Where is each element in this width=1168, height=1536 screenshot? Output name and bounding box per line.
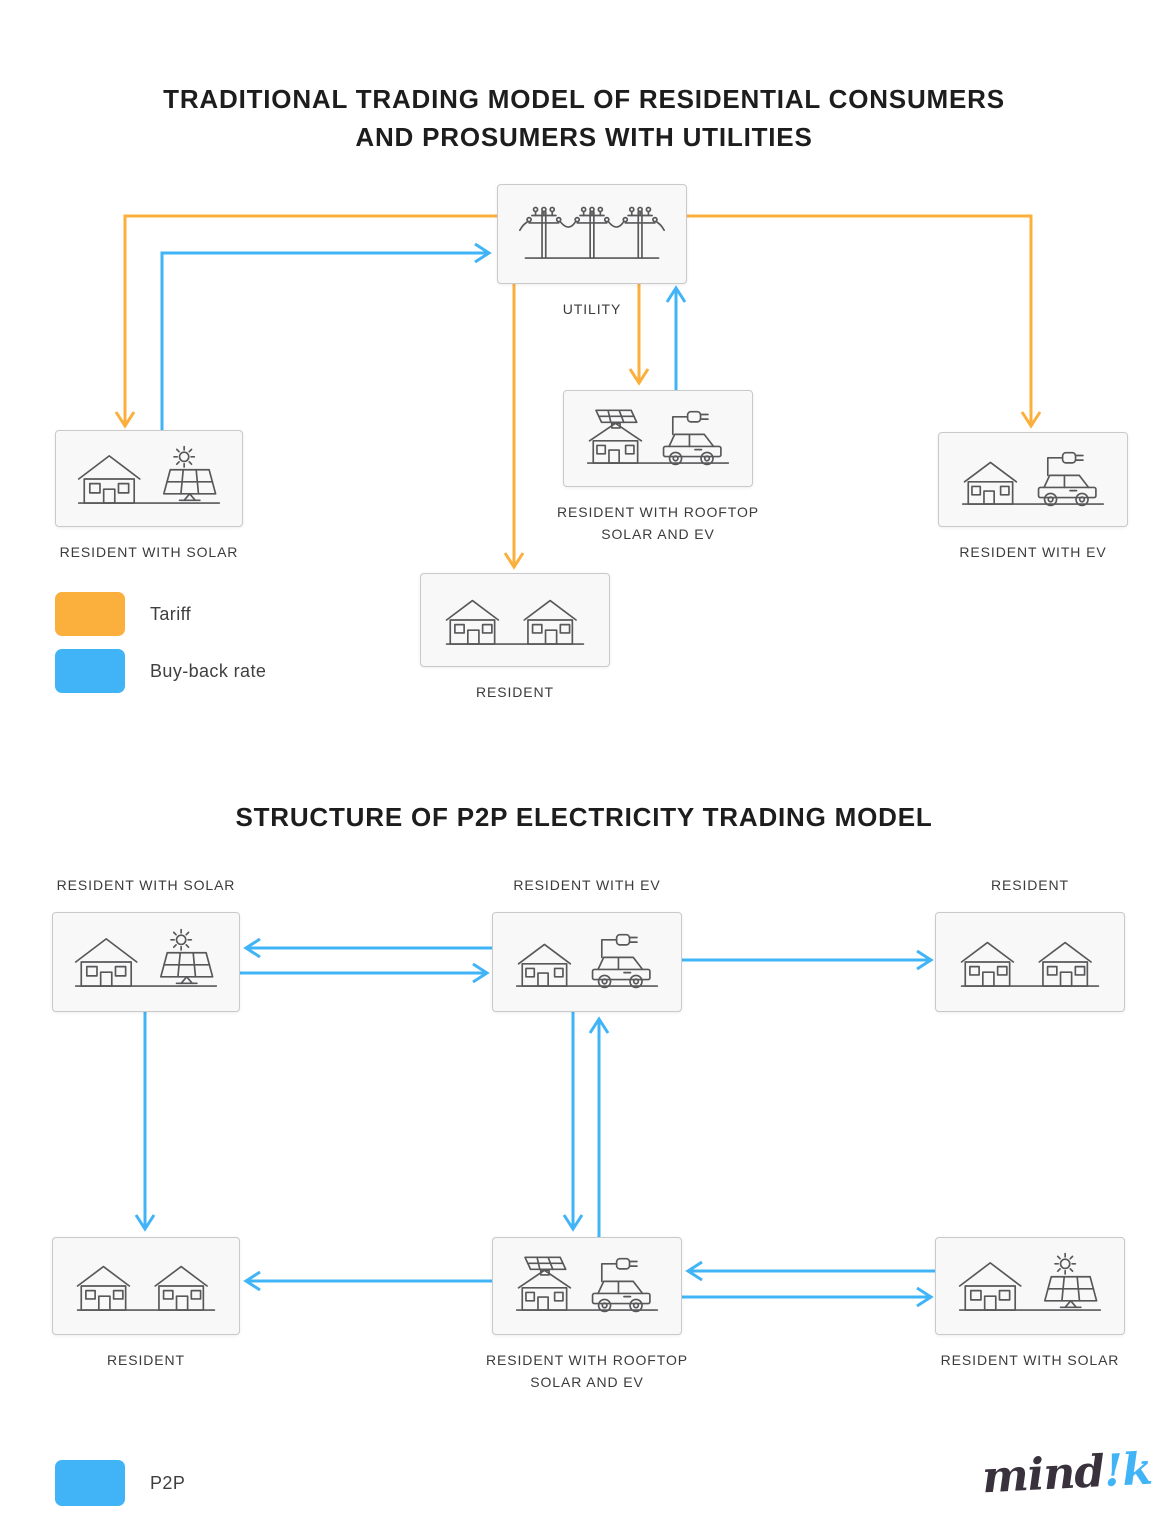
traditional-model-title: TRADITIONAL TRADING MODEL OF RESIDENTIAL… (163, 84, 1005, 153)
node-p2p-resident-with-solar-bottom: RESIDENT WITH SOLAR (935, 1237, 1125, 1372)
node-resident-with-solar: RESIDENT WITH SOLAR (55, 430, 243, 564)
resident-with-ev-box (938, 432, 1128, 527)
node-p2p-resident-rooftop-solar-ev: RESIDENT WITH ROOFTOP SOLAR AND EV (486, 1237, 687, 1393)
power-lines-icon (514, 197, 670, 271)
legend-traditional: Tariff Buy-back rate (55, 592, 266, 693)
node-utility: UTILITY (497, 184, 687, 321)
node-resident-rooftop-solar-ev: RESIDENT WITH ROOFTOP SOLAR AND EV (557, 390, 758, 545)
p2p-resident-with-ev-label: RESIDENT WITH EV (513, 877, 661, 893)
arrow-solar-to-resident-bottom-p2p (134, 1012, 156, 1232)
utility-box (497, 184, 687, 284)
resident-box (420, 573, 610, 667)
p2p-resident-with-solar-bottom-box (935, 1237, 1125, 1335)
node-p2p-resident-with-ev: RESIDENT WITH EV (492, 875, 682, 1012)
resident-rooftop-solar-ev-box (563, 390, 753, 487)
p2p-resident-bottom-box (52, 1237, 240, 1335)
resident-label: RESIDENT (476, 684, 554, 700)
house-with-solar-panel-icon (68, 925, 224, 999)
legend-item-tariff: Tariff (55, 592, 266, 636)
arrow-ev-to-rooftop-p2p (562, 1012, 584, 1232)
arrow-rooftop-to-resident-bottom-p2p (243, 1270, 492, 1292)
mindk-logo: mind!k (981, 1444, 1153, 1504)
node-p2p-resident-with-solar-top: RESIDENT WITH SOLAR (52, 875, 240, 1012)
node-resident-with-ev: RESIDENT WITH EV (938, 432, 1128, 564)
node-resident: RESIDENT (420, 573, 610, 704)
mindk-logo-accent: !k (1102, 1443, 1154, 1498)
two-houses-icon (952, 925, 1108, 999)
two-houses-icon (437, 583, 593, 657)
p2p-resident-rooftop-solar-ev-box (492, 1237, 682, 1335)
legend-p2p: P2P (55, 1460, 185, 1506)
house-with-ev-icon (509, 925, 665, 999)
resident-with-solar-box (55, 430, 243, 527)
arrow-solar-bottom-to-rooftop-p2p (685, 1260, 935, 1282)
arrow-solar-to-ev-p2p (240, 962, 490, 984)
p2p-resident-top-label: RESIDENT (991, 877, 1069, 893)
house-with-solar-panel-icon (952, 1249, 1108, 1323)
resident-with-ev-label: RESIDENT WITH EV (959, 544, 1107, 560)
resident-rooftop-solar-ev-label: RESIDENT WITH ROOFTOP SOLAR AND EV (557, 504, 759, 542)
buyback-swatch (55, 649, 125, 693)
mindk-logo-text: mind (980, 1446, 1106, 1504)
legend-item-buyback: Buy-back rate (55, 649, 266, 693)
arrow-rooftop-to-solar-bottom-p2p (682, 1286, 934, 1308)
house-with-ev-icon (955, 443, 1111, 517)
node-p2p-resident-bottom: RESIDENT (52, 1237, 240, 1372)
buyback-legend-label: Buy-back rate (150, 660, 267, 681)
arrow-rooftop-to-ev-p2p (588, 1016, 610, 1237)
node-p2p-resident-top: RESIDENT (935, 875, 1125, 1012)
house-with-solar-panel-icon (71, 442, 227, 516)
p2p-legend-label: P2P (150, 1472, 186, 1493)
arrow-resident-solar-to-utility-buyback (160, 242, 492, 430)
legend-item-p2p: P2P (55, 1460, 185, 1506)
tariff-legend-label: Tariff (150, 603, 192, 624)
p2p-resident-bottom-label: RESIDENT (107, 1352, 185, 1368)
p2p-resident-with-solar-top-label: RESIDENT WITH SOLAR (56, 877, 236, 893)
p2p-model-title: STRUCTURE OF P2P ELECTRICITY TRADING MOD… (235, 802, 933, 833)
p2p-resident-top-box (935, 911, 1125, 1012)
resident-with-solar-label: RESIDENT WITH SOLAR (59, 544, 239, 560)
arrow-utility-to-resident-solar-tariff (114, 214, 497, 429)
arrow-ev-to-solar-p2p (243, 937, 492, 959)
p2p-resident-rooftop-solar-ev-label: RESIDENT WITH ROOFTOP SOLAR AND EV (486, 1352, 688, 1390)
p2p-resident-with-ev-box (492, 911, 682, 1012)
p2p-swatch (55, 1460, 125, 1506)
arrow-utility-to-resident-tariff (503, 284, 525, 570)
two-houses-icon (68, 1249, 224, 1323)
tariff-swatch (55, 592, 125, 636)
house-rooftop-solar-ev-icon (509, 1249, 665, 1323)
house-rooftop-solar-ev-icon (580, 402, 736, 476)
arrow-ev-to-resident-p2p (682, 949, 934, 971)
p2p-resident-with-solar-bottom-label: RESIDENT WITH SOLAR (940, 1352, 1120, 1368)
utility-label: UTILITY (562, 301, 622, 317)
p2p-resident-with-solar-top-box (52, 911, 240, 1012)
